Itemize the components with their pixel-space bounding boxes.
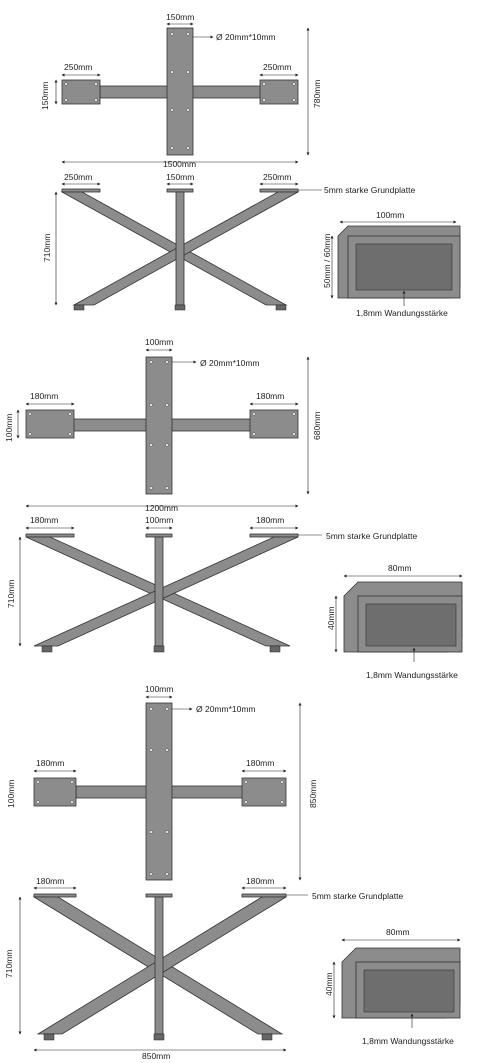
section-2: 100mm Ø 20mm*10mm 180mm 180mm 100mm 680m… <box>4 337 463 680</box>
dim-side-left: 180mm <box>36 876 64 886</box>
profile-wall: 1,8mm Wandungsstärke <box>366 670 458 680</box>
dim-side-height: 710mm <box>4 950 14 978</box>
dim-pad-height: 100mm <box>6 780 16 808</box>
dim-side-left: 250mm <box>64 172 92 182</box>
profile-1: 100mm 50mm / 60mm 1,8mm Wandungsstärke <box>322 210 461 318</box>
dim-total-width: 1500mm <box>163 159 196 169</box>
x-leg-b <box>72 191 300 306</box>
profile-height: 40mm <box>326 606 336 630</box>
top-view-2: 100mm Ø 20mm*10mm 180mm 180mm 100mm 680m… <box>4 337 322 513</box>
section-3: 100mm Ø 20mm*10mm 180mm 180mm 100mm 850m… <box>4 684 461 1061</box>
right-pad <box>259 79 299 105</box>
dim-side-height: 710mm <box>42 234 52 262</box>
dim-hole: Ø 20mm*10mm <box>196 704 256 714</box>
dim-plate: 5mm starke Grundplatte <box>326 531 417 541</box>
dim-plate: 5mm starke Grundplatte <box>324 185 415 195</box>
dim-width-top: 100mm <box>145 684 173 694</box>
profile-wall: 1,8mm Wandungsstärke <box>362 1036 454 1046</box>
dim-pad-right: 180mm <box>246 758 274 768</box>
profile-height: 40mm <box>324 972 334 996</box>
profile-height: 50mm / 60mm <box>322 234 332 288</box>
profile-width: 80mm <box>388 563 412 573</box>
center-post <box>175 191 185 306</box>
dim-side-right: 180mm <box>256 515 284 525</box>
dim-bottom-width: 850mm <box>142 1051 170 1061</box>
dim-side-center: 100mm <box>145 515 173 525</box>
dim-pad-height: 100mm <box>4 414 14 442</box>
dim-hole: Ø 20mm*10mm <box>216 32 276 42</box>
side-view-1: 250mm 150mm 250mm 5mm starke Grundplatte… <box>42 172 415 311</box>
dim-side-left: 180mm <box>30 515 58 525</box>
side-view-3: 180mm 180mm 5mm starke Grundplatte 710mm… <box>4 876 403 1061</box>
dim-side-right: 180mm <box>246 876 274 886</box>
dim-hole: Ø 20mm*10mm <box>200 358 260 368</box>
holes <box>36 707 284 876</box>
dim-total-depth: 780mm <box>312 80 322 108</box>
dim-pad-left: 180mm <box>36 758 64 768</box>
dim-pad-left: 180mm <box>30 391 58 401</box>
profile-width: 80mm <box>386 927 410 937</box>
holes <box>64 32 296 150</box>
profile-2: 80mm 40mm 1,8mm Wandungsstärke <box>326 563 463 680</box>
top-view-3: 100mm Ø 20mm*10mm 180mm 180mm 100mm 850m… <box>6 684 318 881</box>
dim-side-height: 710mm <box>6 580 16 608</box>
dim-plate: 5mm starke Grundplatte <box>312 891 403 901</box>
section-1: 150mm Ø 20mm*10mm 250mm 250mm 150mm 780m… <box>40 12 461 318</box>
dim-width-top: 150mm <box>166 12 194 22</box>
dim-total-depth: 850mm <box>308 780 318 808</box>
dim-pad-height: 150mm <box>40 82 50 110</box>
profile-wall: 1,8mm Wandungsstärke <box>356 308 448 318</box>
left-pad <box>61 79 101 105</box>
top-view-1: 150mm Ø 20mm*10mm 250mm 250mm 150mm 780m… <box>40 12 322 169</box>
dim-side-right: 250mm <box>263 172 291 182</box>
dim-total-width: 1200mm <box>145 503 178 513</box>
dim-pad-left: 250mm <box>64 62 92 72</box>
dim-pad-right: 180mm <box>256 391 284 401</box>
dim-total-depth: 680mm <box>312 412 322 440</box>
dim-side-center: 150mm <box>166 172 194 182</box>
profile-3: 80mm 40mm 1,8mm Wandungsstärke <box>324 927 461 1046</box>
dim-pad-right: 250mm <box>263 62 291 72</box>
profile-width: 100mm <box>376 210 404 220</box>
side-view-2: 180mm 100mm 180mm 5mm starke Grundplatte… <box>6 515 417 653</box>
holes <box>28 360 296 490</box>
dim-width-top: 100mm <box>145 337 173 347</box>
center-plate <box>166 27 194 156</box>
